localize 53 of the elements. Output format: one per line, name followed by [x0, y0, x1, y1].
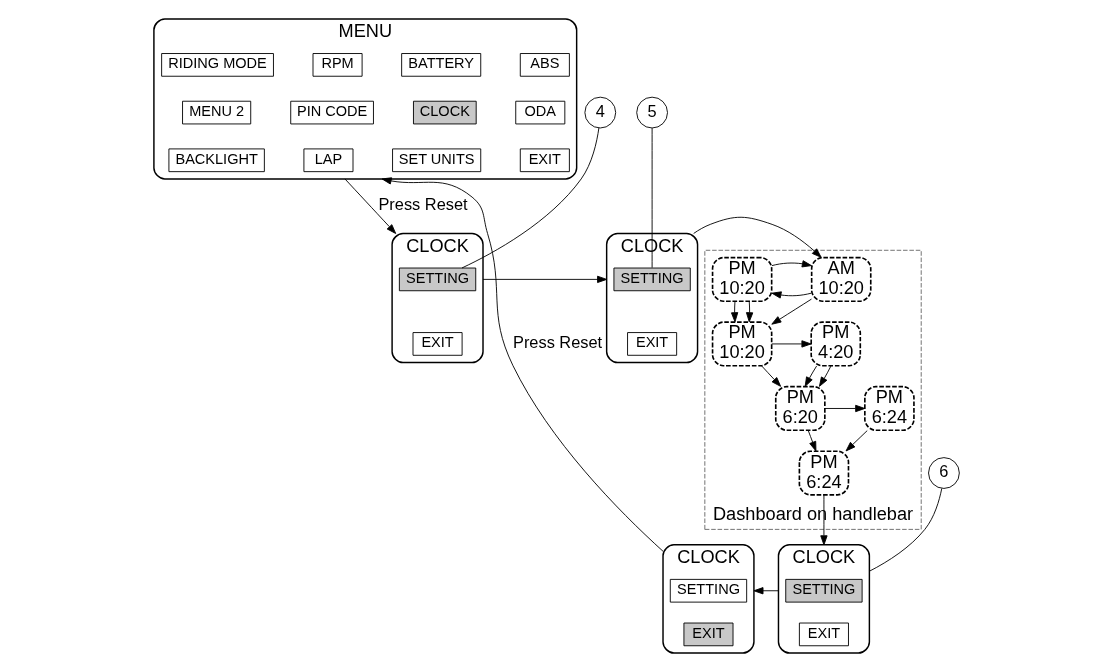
node-box: EXIT: [412, 332, 463, 356]
node-circle: 6: [927, 457, 960, 489]
arrow: [804, 365, 817, 387]
arrow: [770, 260, 812, 268]
connector: [868, 488, 942, 572]
arrow: [381, 177, 663, 552]
connector: [461, 127, 599, 269]
node-box: ABS: [519, 53, 570, 77]
node-box: EXIT: [798, 622, 849, 647]
node-box: PIN CODE: [289, 100, 374, 125]
node-box: SETTING: [612, 267, 691, 292]
arrow: [730, 301, 738, 323]
node-box: BATTERY: [400, 53, 481, 77]
node-box: PM 6:20: [774, 385, 826, 432]
node-box: RIDING MODE: [160, 53, 274, 77]
arrow: [752, 587, 779, 595]
arrow: [692, 216, 822, 258]
node-box: PM 4:20: [809, 321, 861, 367]
node-box: MENU 2: [181, 100, 251, 125]
node-box: EXIT: [626, 332, 677, 356]
arrow: [745, 301, 753, 323]
node-box: PM 6:24: [798, 450, 849, 496]
node-box: SET UNITS: [391, 148, 481, 173]
node-box: LAP: [302, 148, 353, 173]
connector: [651, 127, 653, 269]
arrow: [819, 494, 828, 546]
node-box: RPM: [312, 53, 363, 77]
arrow: [770, 340, 811, 348]
node-box: AM 10:20: [810, 256, 872, 302]
node-box: EXIT: [682, 622, 733, 647]
edge-label: Press Reset: [377, 195, 468, 214]
arrow: [344, 178, 396, 234]
node-box: CLOCK: [412, 100, 477, 125]
node-box: ODA: [514, 100, 565, 125]
node-box: PM 6:24: [863, 385, 915, 432]
arrow: [770, 291, 812, 299]
arrow: [824, 404, 865, 413]
node-circle: 5: [635, 96, 668, 129]
node-box: BACKLIGHT: [167, 148, 265, 173]
node-box: EXIT: [519, 148, 570, 173]
arrow: [770, 298, 812, 325]
arrow: [482, 275, 607, 283]
node-circle: 4: [583, 96, 616, 129]
node-box: PM 10:20: [711, 256, 772, 302]
node-box: SETTING: [784, 578, 863, 603]
arrow: [818, 365, 831, 387]
edge-label: Press Reset: [512, 332, 602, 351]
arrow: [807, 430, 816, 452]
arrow: [760, 365, 781, 387]
node-box: PM 10:20: [711, 321, 772, 367]
node-box: SETTING: [669, 578, 747, 603]
node-box: SETTING: [398, 267, 476, 292]
arrow: [845, 430, 868, 452]
